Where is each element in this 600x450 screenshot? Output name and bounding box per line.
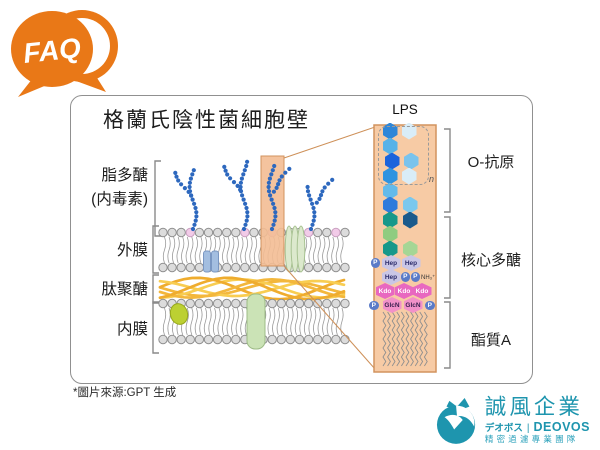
sugar-hex [402, 240, 418, 258]
sugar-hex [382, 211, 398, 229]
label-peptidoglycan: 肽聚醣 [101, 281, 148, 298]
kdo-hex: Kdo [412, 283, 432, 299]
faq-badge: FAQ [6, 4, 124, 102]
lps-chain [173, 168, 199, 232]
nh3-label: NH₃⁺ [421, 275, 436, 281]
outer-membrane-bracket [152, 225, 159, 274]
repeat-unit-box [378, 126, 429, 185]
lps-bracket [154, 160, 161, 237]
zoom-connector-lines [283, 126, 376, 370]
fatty-acid-chains [382, 311, 428, 367]
label-core-polysaccharide: 核心多醣 [460, 252, 521, 269]
label-o-antigen: O-抗原 [467, 154, 515, 171]
phosphate-p: P [425, 300, 435, 310]
phosphate-p: P [400, 272, 410, 282]
logo-tagline: 精密過濾專業團隊 [484, 434, 579, 445]
label-outer-membrane: 外膜 [116, 242, 148, 259]
sugar-hex [384, 152, 400, 170]
phosphate-p: P [369, 300, 379, 310]
logo-divider: | [526, 422, 530, 434]
kdo-hex: Kdo [375, 283, 395, 299]
inner-membrane-bracket [152, 301, 159, 354]
label-lipopolysaccharide: 脂多醣 (内毒素) [64, 164, 148, 212]
hep-hex: Hep [401, 255, 421, 271]
figure-title: 格蘭氏陰性菌細胞壁 [103, 109, 310, 132]
sugar-hex [402, 196, 418, 214]
glcn-hex: GlcN [382, 297, 402, 313]
sugar-hex [403, 152, 419, 170]
membrane-proteins [169, 225, 306, 350]
sugar-hex [382, 240, 398, 258]
hep-hex: Hep [381, 269, 401, 285]
repeat-n-subscript: n [429, 174, 435, 184]
speech-bubble-filled-icon: FAQ [11, 11, 93, 97]
lps-chains [173, 159, 335, 232]
section-brackets [152, 128, 451, 369]
label-inner-membrane: 内膜 [116, 321, 148, 338]
label-lps-line1: 脂多醣 [101, 167, 148, 184]
sugar-hex [382, 137, 398, 155]
core-bracket [444, 216, 451, 299]
o-antigen-bracket [444, 128, 451, 213]
logo-katakana: デオボス [484, 422, 523, 434]
porin-protein [296, 225, 306, 273]
deovos-logo-icon [436, 397, 476, 444]
logo-company-name: 誠風企業 [484, 394, 583, 419]
sugar-hex [382, 182, 398, 200]
label-lipid-a: 酯質A [470, 332, 511, 349]
phosphate-p: P [410, 272, 420, 282]
lps-chain [266, 163, 292, 232]
sugar-hex [402, 211, 418, 229]
lps-panel-title: LPS [392, 102, 418, 117]
company-logo: 誠風企業 デオボス | DEOVOS 精密過濾專業團隊 [436, 395, 590, 445]
faq-label: FAQ [22, 32, 83, 69]
peptidoglycan-bracket [152, 274, 159, 304]
lipoprotein-blob [169, 303, 189, 325]
hep-hex: Hep [381, 255, 401, 271]
lps-chain [222, 159, 250, 232]
sugar-hex [382, 196, 398, 214]
sugar-hex [382, 225, 398, 243]
lipid-a-bracket [444, 301, 451, 369]
logo-brand: DEOVOS [533, 419, 590, 434]
inner-membrane-protein [246, 293, 266, 350]
blue-protein [211, 250, 219, 273]
lps-highlight-box [260, 155, 285, 267]
kdo-hex: Kdo [394, 283, 414, 299]
label-lps-line2: (内毒素) [91, 191, 148, 209]
glcn-hex: GlcN [403, 297, 423, 313]
phosphate-p: P [370, 258, 380, 268]
blue-protein [203, 250, 211, 273]
source-caption: *圖片來源:GPT 生成 [73, 387, 177, 399]
sugar-hex [401, 167, 417, 185]
lps-chain [305, 177, 335, 232]
